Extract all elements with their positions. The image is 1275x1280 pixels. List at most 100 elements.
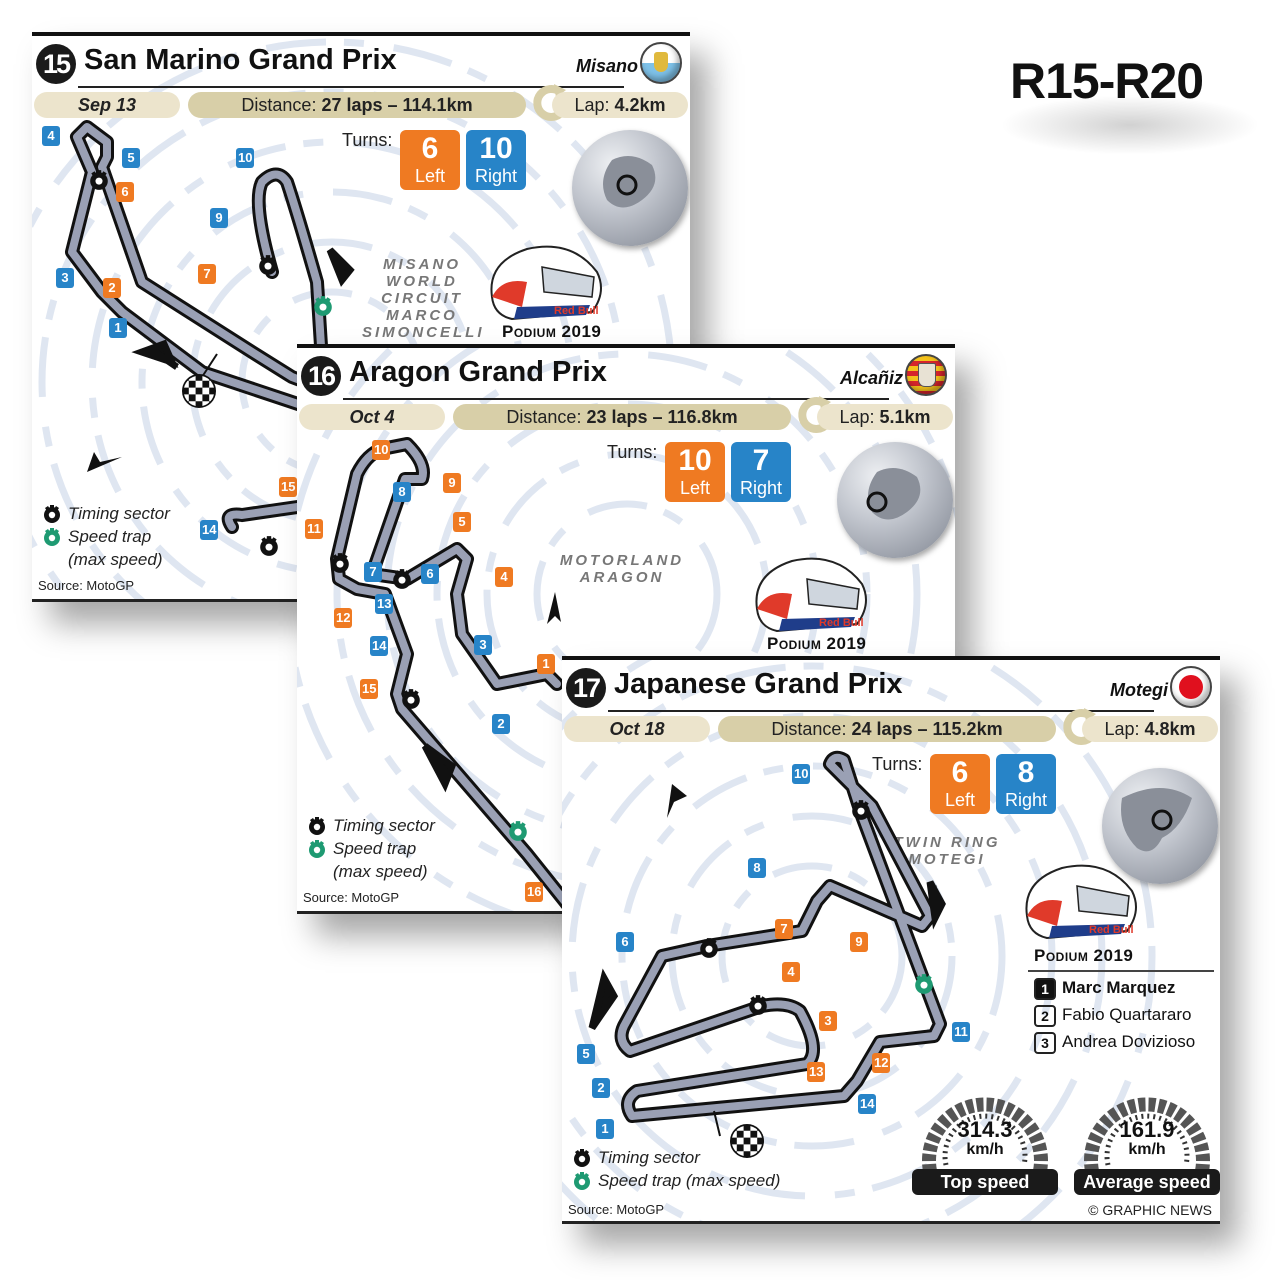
north-arrow-icon (667, 784, 687, 818)
series-title: R15-R20 (1010, 53, 1204, 109)
average-speed-gauge: 161.9 km/h Average speed (1074, 1061, 1220, 1195)
speed-trap-icon (314, 296, 332, 316)
turn-marker: 5 (122, 148, 140, 168)
map-legend: Timing sector Speed trap (max speed) (303, 814, 435, 883)
direction-arrow-icon (131, 339, 179, 370)
credit-note: © GRAPHIC NEWS (1088, 1202, 1212, 1218)
top-rule (297, 344, 955, 348)
svg-text:Red Bull: Red Bull (554, 305, 599, 317)
turn-marker: 2 (492, 714, 510, 734)
turn-marker: 9 (210, 208, 228, 228)
turns-label: Turns: (342, 130, 393, 150)
turn-marker: 6 (421, 564, 439, 584)
timing-sector-icon (90, 170, 108, 190)
top-speed-value: 314.3 (957, 1117, 1013, 1142)
top-speed-gauge: 314.3 km/h Top speed (912, 1061, 1058, 1195)
average-speed-label: Average speed (1074, 1169, 1220, 1195)
turn-marker: 5 (453, 512, 471, 532)
average-speed-unit: km/h (1128, 1141, 1166, 1158)
right-turns-label: Right (474, 166, 518, 186)
speed-trap-icon (307, 839, 327, 859)
podium-title: Podium 2019 (502, 322, 602, 341)
turn-marker: 11 (305, 519, 323, 539)
podium-position: 1 (1034, 977, 1056, 1000)
turn-marker: 6 (116, 182, 134, 202)
turn-marker: 3 (56, 268, 74, 288)
rider-name: Fabio Quartararo (1062, 1005, 1192, 1024)
turn-marker: 16 (525, 882, 544, 902)
left-turns-box: 6 Left (930, 754, 990, 814)
left-turns-box: 10 Left (665, 442, 725, 502)
distance-value: 27 laps – 114.1km (321, 95, 473, 115)
legend-speed-trap-sub: (max speed) (38, 548, 170, 571)
race-title: San Marino Grand Prix (84, 44, 397, 76)
circuit-name-line: ARAGON (579, 569, 665, 586)
legend-speed-trap: Speed trap (38, 525, 170, 548)
legend-timing-label: Timing sector (598, 1148, 700, 1167)
circuit-map (588, 750, 947, 1224)
turns-label: Turns: (872, 754, 923, 774)
circuit-map (65, 120, 355, 556)
race-title: Japanese Grand Prix (614, 668, 903, 700)
globe-asia-icon (1102, 768, 1218, 884)
turn-marker: 4 (42, 126, 60, 146)
lap-label: Lap: (574, 95, 610, 115)
timing-sector-icon (852, 800, 870, 820)
circuit-name: MISANO WORLD CIRCUIT MARCO SIMONCELLI (362, 256, 482, 341)
lap-label: Lap: (1104, 719, 1140, 739)
timing-sector-icon (259, 255, 277, 275)
right-turns-box: 8 Right (996, 754, 1056, 814)
lap-label: Lap: (839, 407, 875, 427)
legend-speed-trap: Speed trap (303, 837, 435, 860)
lap-value: 4.8km (1144, 719, 1196, 739)
turn-marker: 10 (792, 764, 811, 784)
turn-marker: 1 (596, 1119, 614, 1139)
race-distance: Distance: 24 laps – 115.2km (718, 716, 1056, 742)
north-arrow-icon (547, 592, 561, 624)
round-badge: 17 (566, 668, 606, 708)
left-turns-count: 10 (678, 444, 712, 477)
legend-speed-trap-label: Speed trap (max speed) (598, 1171, 781, 1190)
podium-position: 3 (1034, 1031, 1056, 1054)
circuit-name: TWIN RING MOTEGI (887, 834, 1007, 868)
turn-marker: 7 (775, 919, 793, 939)
circuit-name-line: WORLD (386, 273, 458, 290)
speed-trap-icon (509, 821, 527, 841)
turn-marker: 8 (393, 482, 411, 502)
lap-length: Lap: 5.1km (817, 404, 953, 430)
lap-length: Lap: 4.2km (552, 92, 688, 118)
speed-trap-icon (572, 1171, 592, 1191)
turn-marker: 7 (364, 562, 382, 582)
distance-label: Distance: (241, 95, 317, 115)
title-rule (608, 710, 1154, 712)
legend-speed-trap-sub-label: (max speed) (333, 862, 428, 881)
title-rule (343, 398, 889, 400)
timing-sector-icon (42, 504, 62, 524)
venue-name: Motegi (1110, 680, 1168, 700)
race-distance: Distance: 27 laps – 114.1km (188, 92, 526, 118)
speed-trap-icon (42, 527, 62, 547)
legend-speed-trap-label: Speed trap (333, 839, 417, 858)
race-panel-japan: 17 Japanese Grand Prix Motegi Oct 18 Dis… (562, 656, 1220, 1224)
right-turns-label: Right (739, 478, 783, 498)
japan-flag-icon (1170, 666, 1212, 708)
turn-marker: 10 (236, 148, 255, 168)
turn-marker: 15 (360, 679, 379, 699)
top-speed-label: Top speed (912, 1169, 1058, 1195)
race-date: Oct 4 (299, 404, 445, 430)
right-turns-box: 7 Right (731, 442, 791, 502)
turn-marker: 12 (334, 608, 353, 628)
circuit-name: MOTORLAND ARAGON (557, 552, 687, 586)
podium-rule (1028, 970, 1214, 972)
svg-text:Red Bull: Red Bull (1089, 924, 1134, 936)
source-note: Source: MotoGP (303, 890, 400, 905)
left-turns-label: Left (944, 790, 976, 810)
helmet-icon: Red Bull (755, 557, 867, 633)
distance-value: 24 laps – 115.2km (851, 719, 1003, 739)
legend-timing: Timing sector (303, 814, 435, 837)
legend-speed-trap-sub: (max speed) (303, 860, 435, 883)
timing-sector-icon (749, 995, 767, 1015)
left-turns-box: 6 Left (400, 130, 460, 190)
